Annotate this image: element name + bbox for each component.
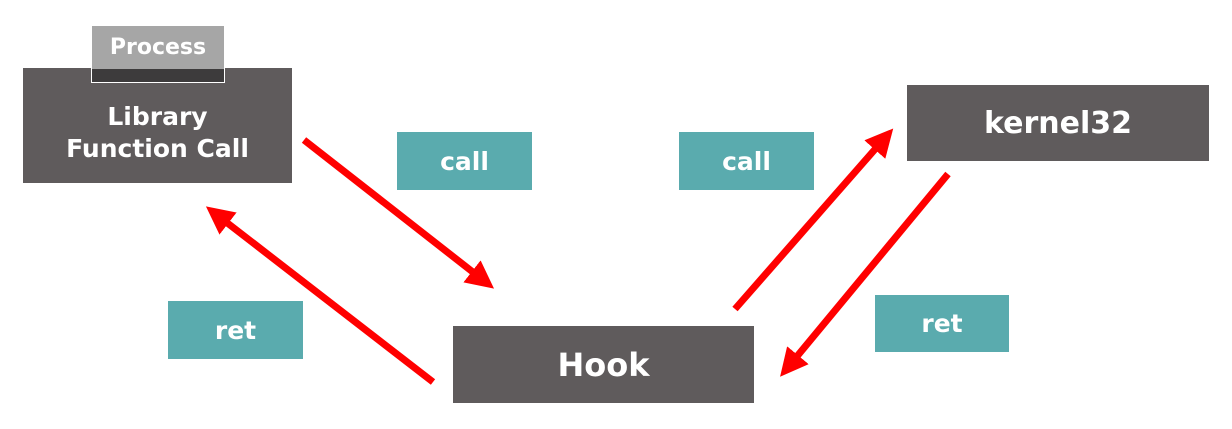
arrow-kernel-to-hook — [780, 171, 951, 377]
call-label-to-kernel: call — [679, 132, 814, 190]
ret-label-to-hook-text: ret — [921, 309, 963, 338]
process-label: Process — [109, 35, 207, 60]
arrow-hook-to-kernel — [732, 128, 894, 312]
call-label-to-hook-text: call — [440, 146, 489, 176]
ret-label-to-library-text: ret — [214, 315, 257, 345]
arrow-hook-to-library — [205, 206, 436, 385]
kernel32-label: kernel32 — [983, 105, 1133, 141]
hook-box: Hook — [453, 326, 754, 403]
library-box-line1: Library — [107, 102, 208, 132]
process-tab: Process — [91, 25, 225, 83]
library-function-call-box: Library Function Call — [23, 68, 292, 183]
ret-label-to-hook: ret — [875, 295, 1009, 352]
ret-label-to-library: ret — [168, 301, 303, 359]
kernel32-box: kernel32 — [907, 85, 1209, 161]
call-label-to-kernel-text: call — [722, 146, 771, 176]
arrow-library-to-hook — [301, 137, 495, 289]
hook-label: Hook — [557, 345, 650, 384]
call-label-to-hook: call — [397, 132, 532, 190]
library-box-line2: Function Call — [66, 133, 249, 163]
